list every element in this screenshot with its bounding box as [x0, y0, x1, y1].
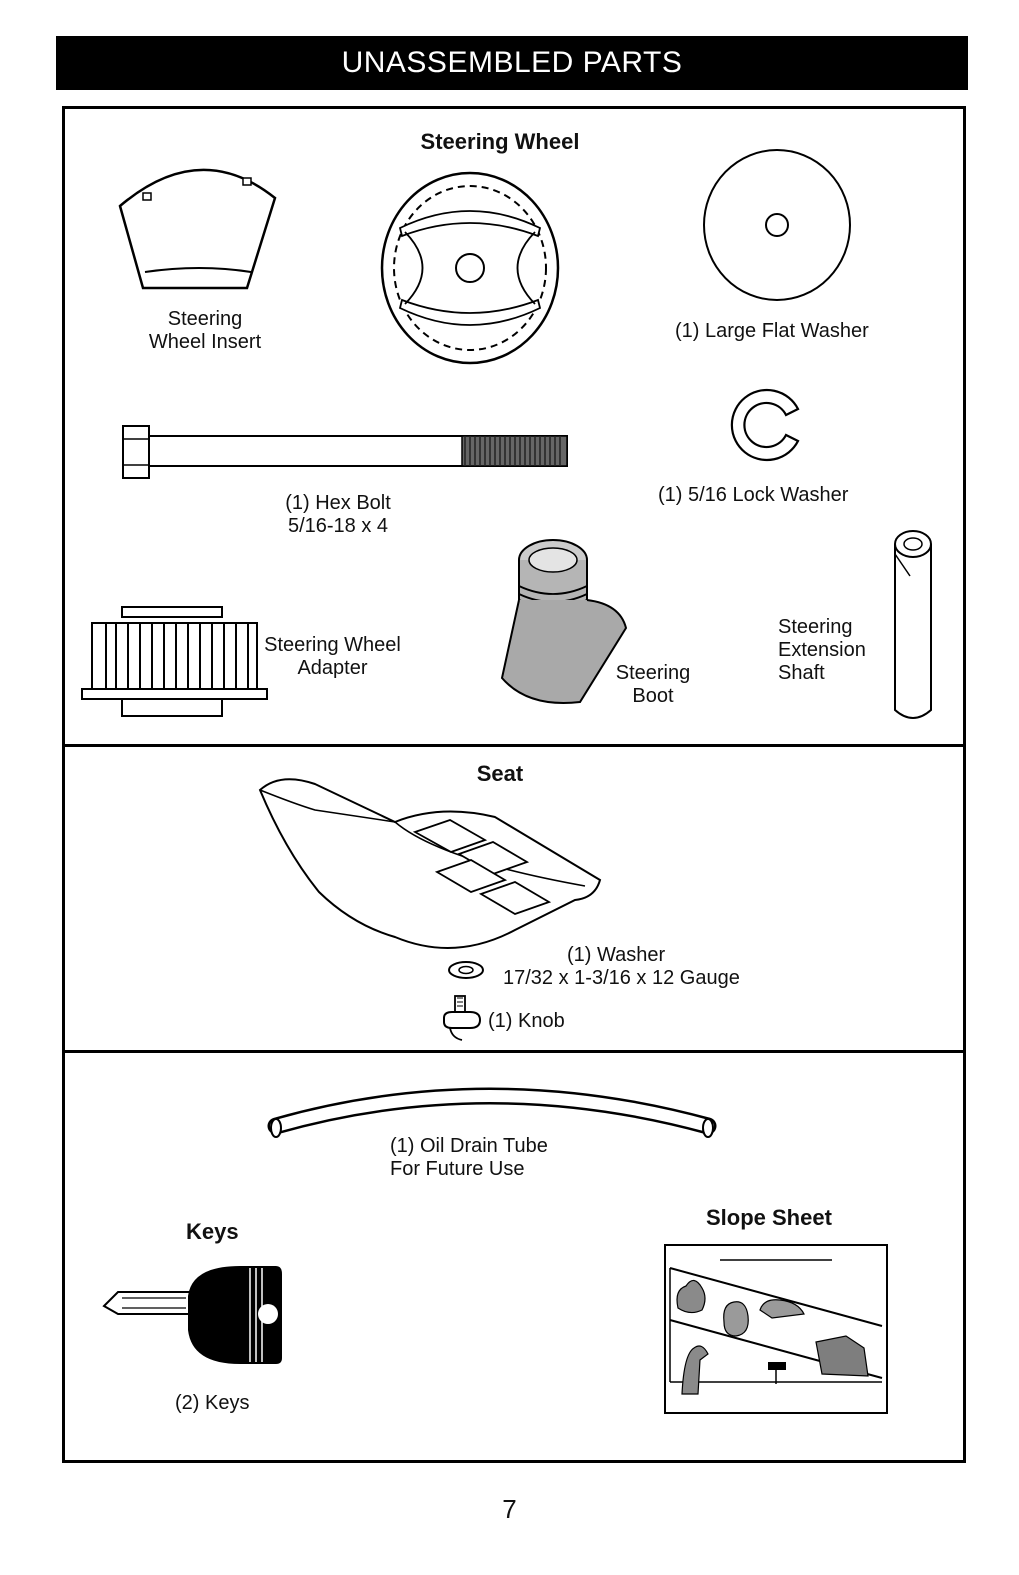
insert-label: Steering Wheel Insert [120, 308, 290, 354]
steering-wheel-insert-icon [115, 160, 285, 295]
flat-washer-icon [702, 148, 852, 303]
keys-label: (2) Keys [175, 1392, 295, 1415]
knob-label: (1) Knob [488, 1010, 638, 1033]
knob-icon [440, 994, 486, 1042]
seat-washer-label: (1) Washer 17/32 x 1-3/16 x 12 Gauge [503, 944, 803, 990]
section-divider-misc [62, 1050, 966, 1053]
adapter-icon [82, 605, 272, 720]
oil-tube-label: (1) Oil Drain Tube For Future Use [390, 1135, 610, 1181]
slope-sheet-icon [664, 1244, 888, 1414]
lock-washer-icon [728, 385, 808, 465]
page-number: 7 [0, 1494, 1019, 1525]
hex-bolt-icon [120, 420, 570, 482]
washer-icon [446, 960, 486, 980]
seat-icon [255, 772, 605, 954]
lock-washer-label: (1) 5/16 Lock Washer [658, 484, 908, 507]
keys-title: Keys [186, 1220, 286, 1243]
hex-bolt-label: (1) Hex Bolt 5/16-18 x 4 [248, 492, 428, 538]
section-divider-seat [62, 744, 966, 747]
flat-washer-label: (1) Large Flat Washer [675, 320, 935, 343]
steering-wheel-title: Steering Wheel [380, 130, 620, 153]
page-title: UNASSEMBLED PARTS [342, 46, 683, 80]
adapter-label: Steering Wheel Adapter [255, 634, 410, 680]
shaft-icon [890, 528, 942, 726]
steering-wheel-icon [380, 170, 560, 366]
page-header: UNASSEMBLED PARTS [56, 36, 968, 90]
key-icon [100, 1264, 290, 1366]
shaft-label: Steering Extension Shaft [778, 616, 888, 685]
slope-sheet-title: Slope Sheet [706, 1206, 886, 1229]
boot-label: Steering Boot [598, 662, 708, 708]
